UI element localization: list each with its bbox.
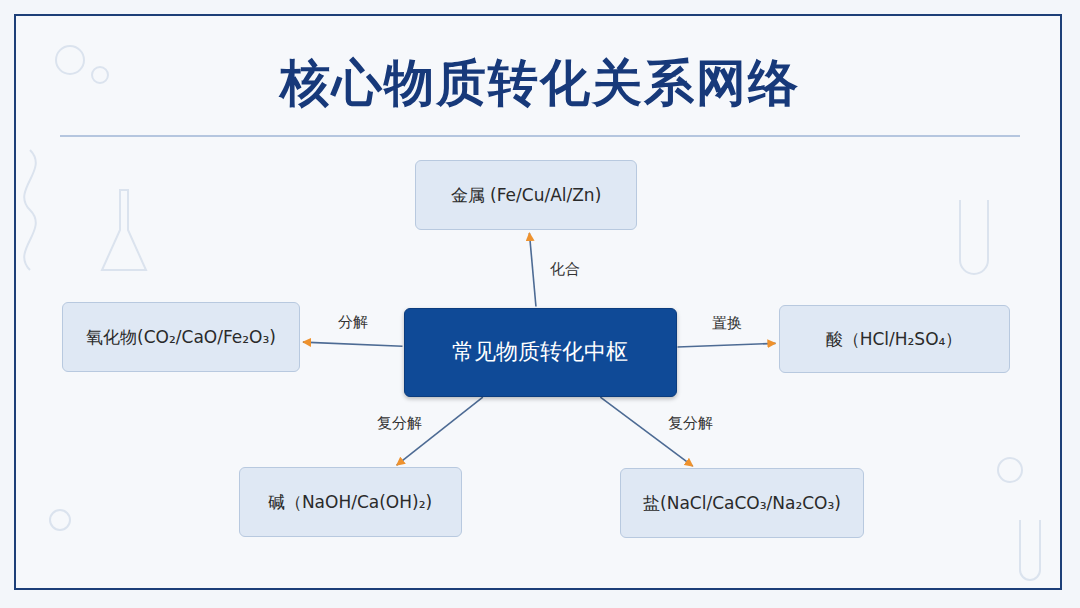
box-text: 氧化物(CO₂/CaO/Fe₂O₃): [86, 326, 276, 349]
title-rule: [60, 135, 1020, 137]
box-text: 酸（HCl/H₂SO₄）: [826, 328, 963, 351]
faint-icons: [24, 46, 1040, 580]
arrow-connector: [677, 343, 775, 347]
arrow-connector: [303, 342, 403, 346]
category-box: 氧化物(CO₂/CaO/Fe₂O₃): [62, 302, 300, 372]
category-box: 碱（NaOH/Ca(OH)₂): [239, 467, 462, 537]
reaction-label: 复分解: [665, 414, 716, 433]
box-text: 盐(NaCl/CaCO₃/Na₂CO₃): [643, 492, 841, 515]
category-box: 金属 (Fe/Cu/Al/Zn): [415, 160, 637, 230]
reaction-label: 分解: [335, 313, 371, 332]
category-box: 酸（HCl/H₂SO₄）: [779, 305, 1010, 373]
reaction-label: 置换: [709, 314, 745, 333]
box-text: 碱（NaOH/Ca(OH)₂): [268, 491, 432, 514]
reaction-label: 化合: [547, 260, 583, 279]
box-text: 金属 (Fe/Cu/Al/Zn): [451, 184, 602, 207]
arrow-connector: [529, 233, 536, 307]
box-text: 常见物质转化中枢: [452, 337, 628, 367]
category-box: 盐(NaCl/CaCO₃/Na₂CO₃): [620, 468, 864, 538]
diagram-title: 核心物质转化关系网络: [0, 50, 1080, 117]
reaction-label: 复分解: [374, 414, 425, 433]
hub-box: 常见物质转化中枢: [404, 308, 677, 397]
